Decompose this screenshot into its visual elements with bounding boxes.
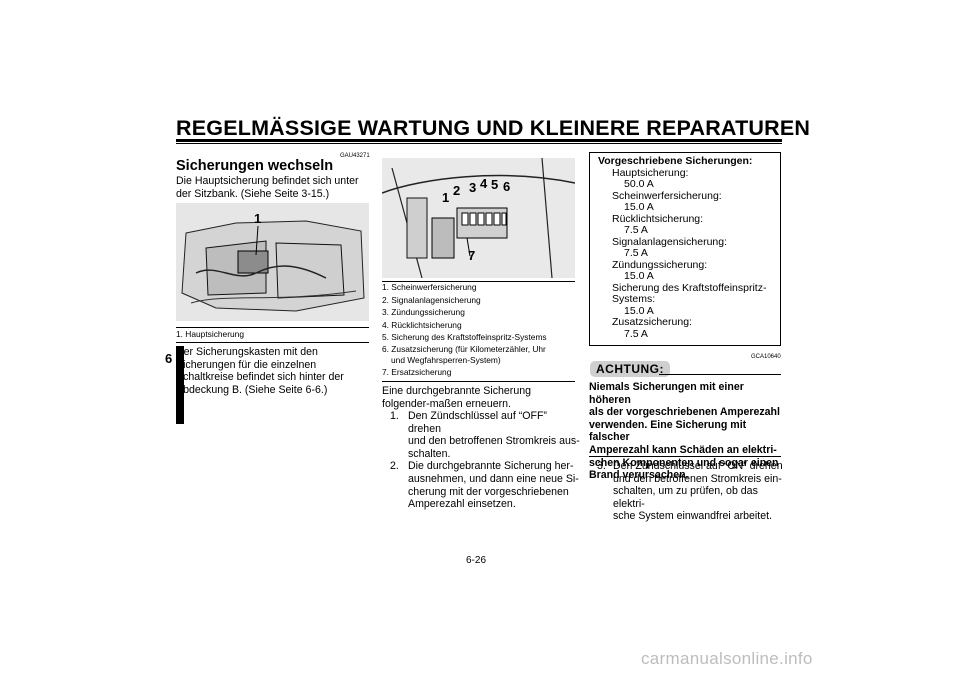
section-code: GAU43271 (340, 153, 370, 159)
caption-main-fuse: 1. Hauptsicherung (176, 329, 244, 339)
warning-line: verwenden. Eine Sicherung mit falscher (589, 418, 747, 444)
steps-list: 1. Den Zündschlüssel auf “OFF” drehen un… (390, 410, 580, 511)
spec-label: Zündungssicherung: (612, 258, 708, 271)
step-line: Den Zündschlüssel auf “OFF” drehen (408, 410, 547, 435)
fusebox-callout-1: 1 (442, 190, 449, 205)
fusebox-figure: 1 2 3 4 5 6 7 (382, 158, 575, 278)
caption-item: und Wegfahrsperren-System) (391, 354, 501, 365)
step-1: 1. Den Zündschlüssel auf “OFF” drehen un… (390, 410, 580, 460)
step-3: 3. Den Zündschlüssel auf “ON” drehen und… (597, 460, 787, 523)
step-number: 2. (390, 460, 399, 473)
fusebox-caption-list: 1. Scheinwerfersicherung 2. Signalanlage… (382, 281, 577, 379)
step-line: und den betroffenen Stromkreis aus- (408, 435, 580, 448)
fusebox-paragraph: Der Sicherungskasten mit den Sicherungen… (176, 346, 344, 396)
spec-value: 7.5 A (624, 327, 648, 340)
fusebox-illustration (382, 158, 575, 278)
caption-item: 2. Signalanlagensicherung (382, 294, 481, 305)
step-line: und den betroffenen Stromkreis ein- (613, 472, 782, 485)
header-rule (176, 139, 782, 142)
caption-item: 5. Sicherung des Kraftstoffeinspritz-Sys… (382, 332, 547, 343)
spec-label: Signalanlagensicherung: (612, 235, 728, 248)
main-fuse-figure: 1 (176, 203, 369, 321)
step-line: ausnehmen, und dann eine neue Si- (408, 472, 579, 485)
step-line: sche System einwandfrei arbeitet. (613, 510, 772, 523)
caption-item: 1. Scheinwerfersicherung (382, 282, 477, 292)
main-fuse-callout-1: 1 (254, 211, 261, 226)
step-line: Den Zündschlüssel auf “ON” drehen (613, 460, 783, 472)
caption-rule (382, 381, 575, 382)
spec-value: 7.5 A (624, 224, 648, 236)
step-line: schalten. (408, 447, 451, 460)
replace-intro: Eine durchgebrannte Sicherung folgender-… (382, 385, 532, 410)
warning-code: GCA10640 (751, 354, 781, 360)
spec-value: 50.0 A (624, 178, 654, 190)
caption-rule (176, 342, 369, 343)
fusebox-callout-3: 3 (469, 180, 476, 195)
intro-paragraph: Die Hauptsicherung befindet sich unter d… (176, 175, 359, 200)
spec-label: Rücklichtsicherung: (612, 212, 704, 225)
spec-value: 15.0 A (624, 201, 654, 213)
step-number: 1. (390, 410, 399, 422)
caption-rule (176, 327, 369, 328)
warning-line: schen Komponenten und sogar einen (589, 456, 779, 469)
spec-label: Zusatzsicherung: (612, 316, 692, 328)
step-number: 3. (597, 460, 606, 472)
spec-value: 7.5 A (624, 247, 648, 259)
step-line: Die durchgebrannte Sicherung her- (408, 460, 574, 473)
caption-rule (382, 281, 575, 282)
step-line: Amperezahl einsetzen. (408, 498, 516, 511)
step-2: 2. Die durchgebrannte Sicherung her- aus… (390, 460, 580, 510)
warning-end-rule (589, 456, 781, 457)
warning-line: Amperezahl kann Schäden an elektri- (589, 443, 777, 456)
caption-item: 3. Zündungssicherung (382, 307, 465, 318)
spec-label: Systems: (612, 293, 656, 305)
warning-text: Niemals Sicherungen mit einer höheren al… (589, 381, 784, 482)
main-fuse-illustration (176, 203, 369, 321)
caption-item: 4. Rücklichtsicherung (382, 319, 462, 330)
warning-line: als der vorgeschriebenen Amperezahl (589, 406, 780, 419)
warning-line: Niemals Sicherungen mit einer höheren (589, 381, 744, 406)
spec-title: Vorgeschriebene Sicherungen: (598, 155, 753, 167)
spec-label: Sicherung des Kraftstoffeinspritz- (612, 281, 767, 294)
warning-rule (659, 374, 781, 375)
step-line: schalten, um zu prüfen, ob das elektri- (613, 485, 758, 510)
fuse-spec-box: Vorgeschriebene Sicherungen: Hauptsicher… (589, 152, 781, 346)
warning-label: ACHTUNG: (590, 361, 670, 377)
spec-label: Hauptsicherung: (612, 166, 689, 179)
caption-item: 6. Zusatzsicherung (für Kilometerzähler,… (382, 343, 546, 354)
fusebox-callout-2: 2 (453, 183, 460, 198)
step-line: cherung mit der vorgeschriebenen (408, 485, 569, 498)
chapter-number: 6 (165, 351, 173, 366)
spec-value: 15.0 A (624, 304, 654, 317)
spec-label: Scheinwerfersicherung: (612, 189, 722, 202)
page-header-title: REGELMÄSSIGE WARTUNG UND KLEINERE REPARA… (176, 116, 811, 140)
header-rule-thin (176, 143, 782, 144)
fusebox-callout-5: 5 (491, 177, 498, 192)
chapter-tab-bar (176, 346, 184, 424)
section-title: Sicherungen wechseln (176, 158, 334, 174)
page-number: 6-26 (466, 555, 487, 566)
warning-line: Brand verursachen. (589, 469, 689, 482)
fusebox-callout-7: 7 (468, 248, 475, 263)
fusebox-callout-4: 4 (480, 176, 488, 191)
watermark: carmanualsonline.info (641, 649, 813, 668)
caption-item: 7. Ersatzsicherung (382, 366, 452, 377)
spec-value: 15.0 A (624, 270, 654, 282)
fusebox-callout-6: 6 (503, 179, 510, 194)
